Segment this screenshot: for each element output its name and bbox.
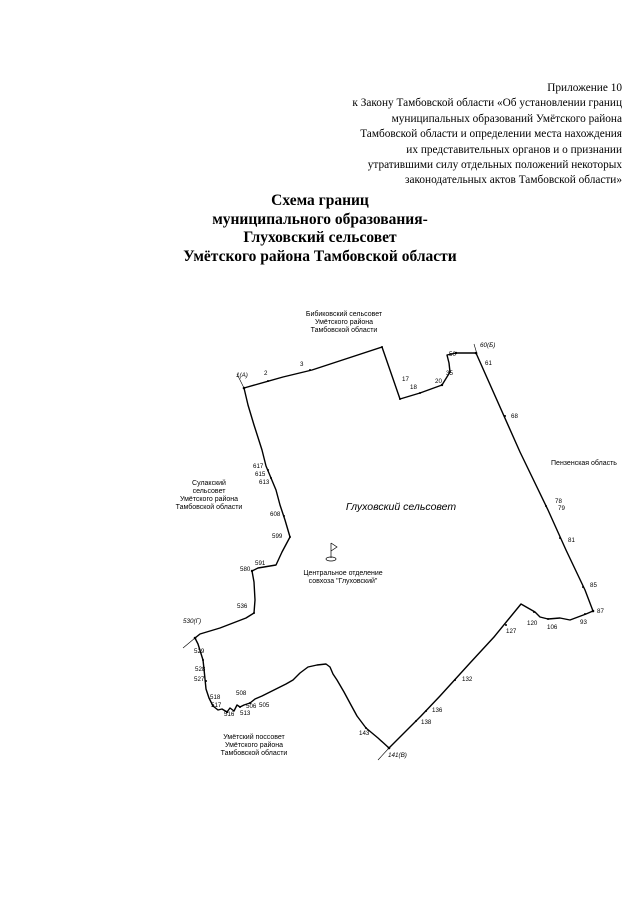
appendix-line: Приложение 10 xyxy=(547,82,622,94)
corner-marker-g: 530(Г) xyxy=(183,618,201,625)
svg-text:61: 61 xyxy=(485,360,492,367)
svg-text:506: 506 xyxy=(246,703,257,710)
svg-text:508: 508 xyxy=(236,690,247,697)
svg-text:529: 529 xyxy=(194,648,205,655)
corner-marker-v: 141(В) xyxy=(388,752,407,759)
flag-icon xyxy=(325,542,338,562)
svg-text:591: 591 xyxy=(255,560,266,567)
svg-text:120: 120 xyxy=(527,620,538,627)
svg-text:516: 516 xyxy=(224,711,235,718)
svg-text:Умётского района: Умётского района xyxy=(225,741,283,749)
svg-text:50: 50 xyxy=(449,351,456,358)
corner-marker-a: 1(А) xyxy=(236,372,248,379)
svg-text:17: 17 xyxy=(402,376,409,383)
svg-text:сельсовет: сельсовет xyxy=(193,488,227,495)
svg-text:518: 518 xyxy=(210,694,221,701)
neighbor-north: Бибиковский сельсовет Умётского района Т… xyxy=(306,310,383,334)
svg-text:136: 136 xyxy=(432,707,443,714)
svg-text:527: 527 xyxy=(194,676,205,683)
svg-text:Тамбовской области: Тамбовской области xyxy=(311,326,378,334)
point-labels: 2 3 17 18 20 35 50 61 68 78 79 81 85 87 … xyxy=(194,351,604,737)
svg-text:599: 599 xyxy=(272,533,283,540)
title-line: муниципального образования- xyxy=(212,210,428,228)
svg-text:3: 3 xyxy=(300,361,304,368)
title-line: Схема границ xyxy=(271,192,369,209)
svg-text:78: 78 xyxy=(555,498,562,505)
svg-text:Пензенская область: Пензенская область xyxy=(551,459,617,467)
svg-text:517: 517 xyxy=(211,702,222,709)
svg-text:536: 536 xyxy=(237,603,248,610)
svg-text:617: 617 xyxy=(253,463,264,470)
svg-text:513: 513 xyxy=(240,710,251,717)
appendix-line: законодательных актов Тамбовской области… xyxy=(405,174,622,187)
svg-text:79: 79 xyxy=(558,505,565,512)
svg-text:106: 106 xyxy=(547,624,558,631)
corner-tick xyxy=(182,637,196,649)
svg-text:18: 18 xyxy=(410,384,417,391)
svg-text:Тамбовской области: Тамбовской области xyxy=(176,503,243,511)
boundary-points xyxy=(193,346,595,750)
appendix-line: муниципальных образований Умётского райо… xyxy=(391,112,622,125)
svg-text:Умётского района: Умётского района xyxy=(180,495,238,503)
neighbor-south: Умётский поссовет Умётского района Тамбо… xyxy=(221,733,288,757)
svg-text:138: 138 xyxy=(421,719,432,726)
svg-text:85: 85 xyxy=(590,582,597,589)
neighbor-west: Сулакский сельсовет Умётского района Там… xyxy=(176,479,243,511)
svg-text:143: 143 xyxy=(359,730,370,737)
boundary-line xyxy=(194,346,594,749)
svg-text:Сулакский: Сулакский xyxy=(192,479,226,487)
appendix-line: Тамбовской области и определении места н… xyxy=(360,128,622,141)
svg-text:615: 615 xyxy=(255,471,266,478)
corner-tick xyxy=(236,373,245,389)
svg-text:20: 20 xyxy=(435,378,442,385)
svg-text:127: 127 xyxy=(506,628,517,635)
appendix-header: Приложение 10 к Закону Тамбовской област… xyxy=(322,81,622,189)
territory-label: Глуховский сельсовет xyxy=(346,501,457,513)
svg-text:613: 613 xyxy=(259,479,270,486)
appendix-line: к Закону Тамбовской области «Об установл… xyxy=(352,97,622,110)
svg-text:93: 93 xyxy=(580,619,587,626)
svg-text:Тамбовской области: Тамбовской области xyxy=(221,749,288,757)
title-line: Умётского района Тамбовской области xyxy=(183,247,457,265)
svg-text:35: 35 xyxy=(446,370,453,377)
svg-text:68: 68 xyxy=(511,413,518,420)
svg-text:Умётского района: Умётского района xyxy=(315,318,373,326)
svg-text:87: 87 xyxy=(597,608,604,615)
appendix-line: их представительных органов и о признани… xyxy=(406,143,622,156)
corner-tick xyxy=(377,747,390,761)
appendix-line: утратившими силу отдельных положений нек… xyxy=(367,159,622,172)
title-line: Глуховский сельсовет xyxy=(243,229,397,246)
svg-text:505: 505 xyxy=(259,702,270,709)
svg-text:528: 528 xyxy=(195,666,206,673)
svg-text:2: 2 xyxy=(264,370,268,377)
center-label-line: Центральное отделение xyxy=(303,570,382,577)
svg-text:Бибиковский сельсовет: Бибиковский сельсовет xyxy=(306,310,383,318)
page-title: Схема границ муниципального образования-… xyxy=(0,192,640,266)
svg-text:608: 608 xyxy=(270,511,281,518)
center-label-line: совхоза "Глуховский" xyxy=(309,577,378,585)
neighbor-east: Пензенская область xyxy=(551,459,617,467)
svg-text:Умётский поссовет: Умётский поссовет xyxy=(223,733,285,741)
svg-text:132: 132 xyxy=(462,676,473,683)
corner-marker-b: 60(Б) xyxy=(480,342,495,349)
svg-text:81: 81 xyxy=(568,537,575,544)
svg-text:580: 580 xyxy=(240,566,251,573)
